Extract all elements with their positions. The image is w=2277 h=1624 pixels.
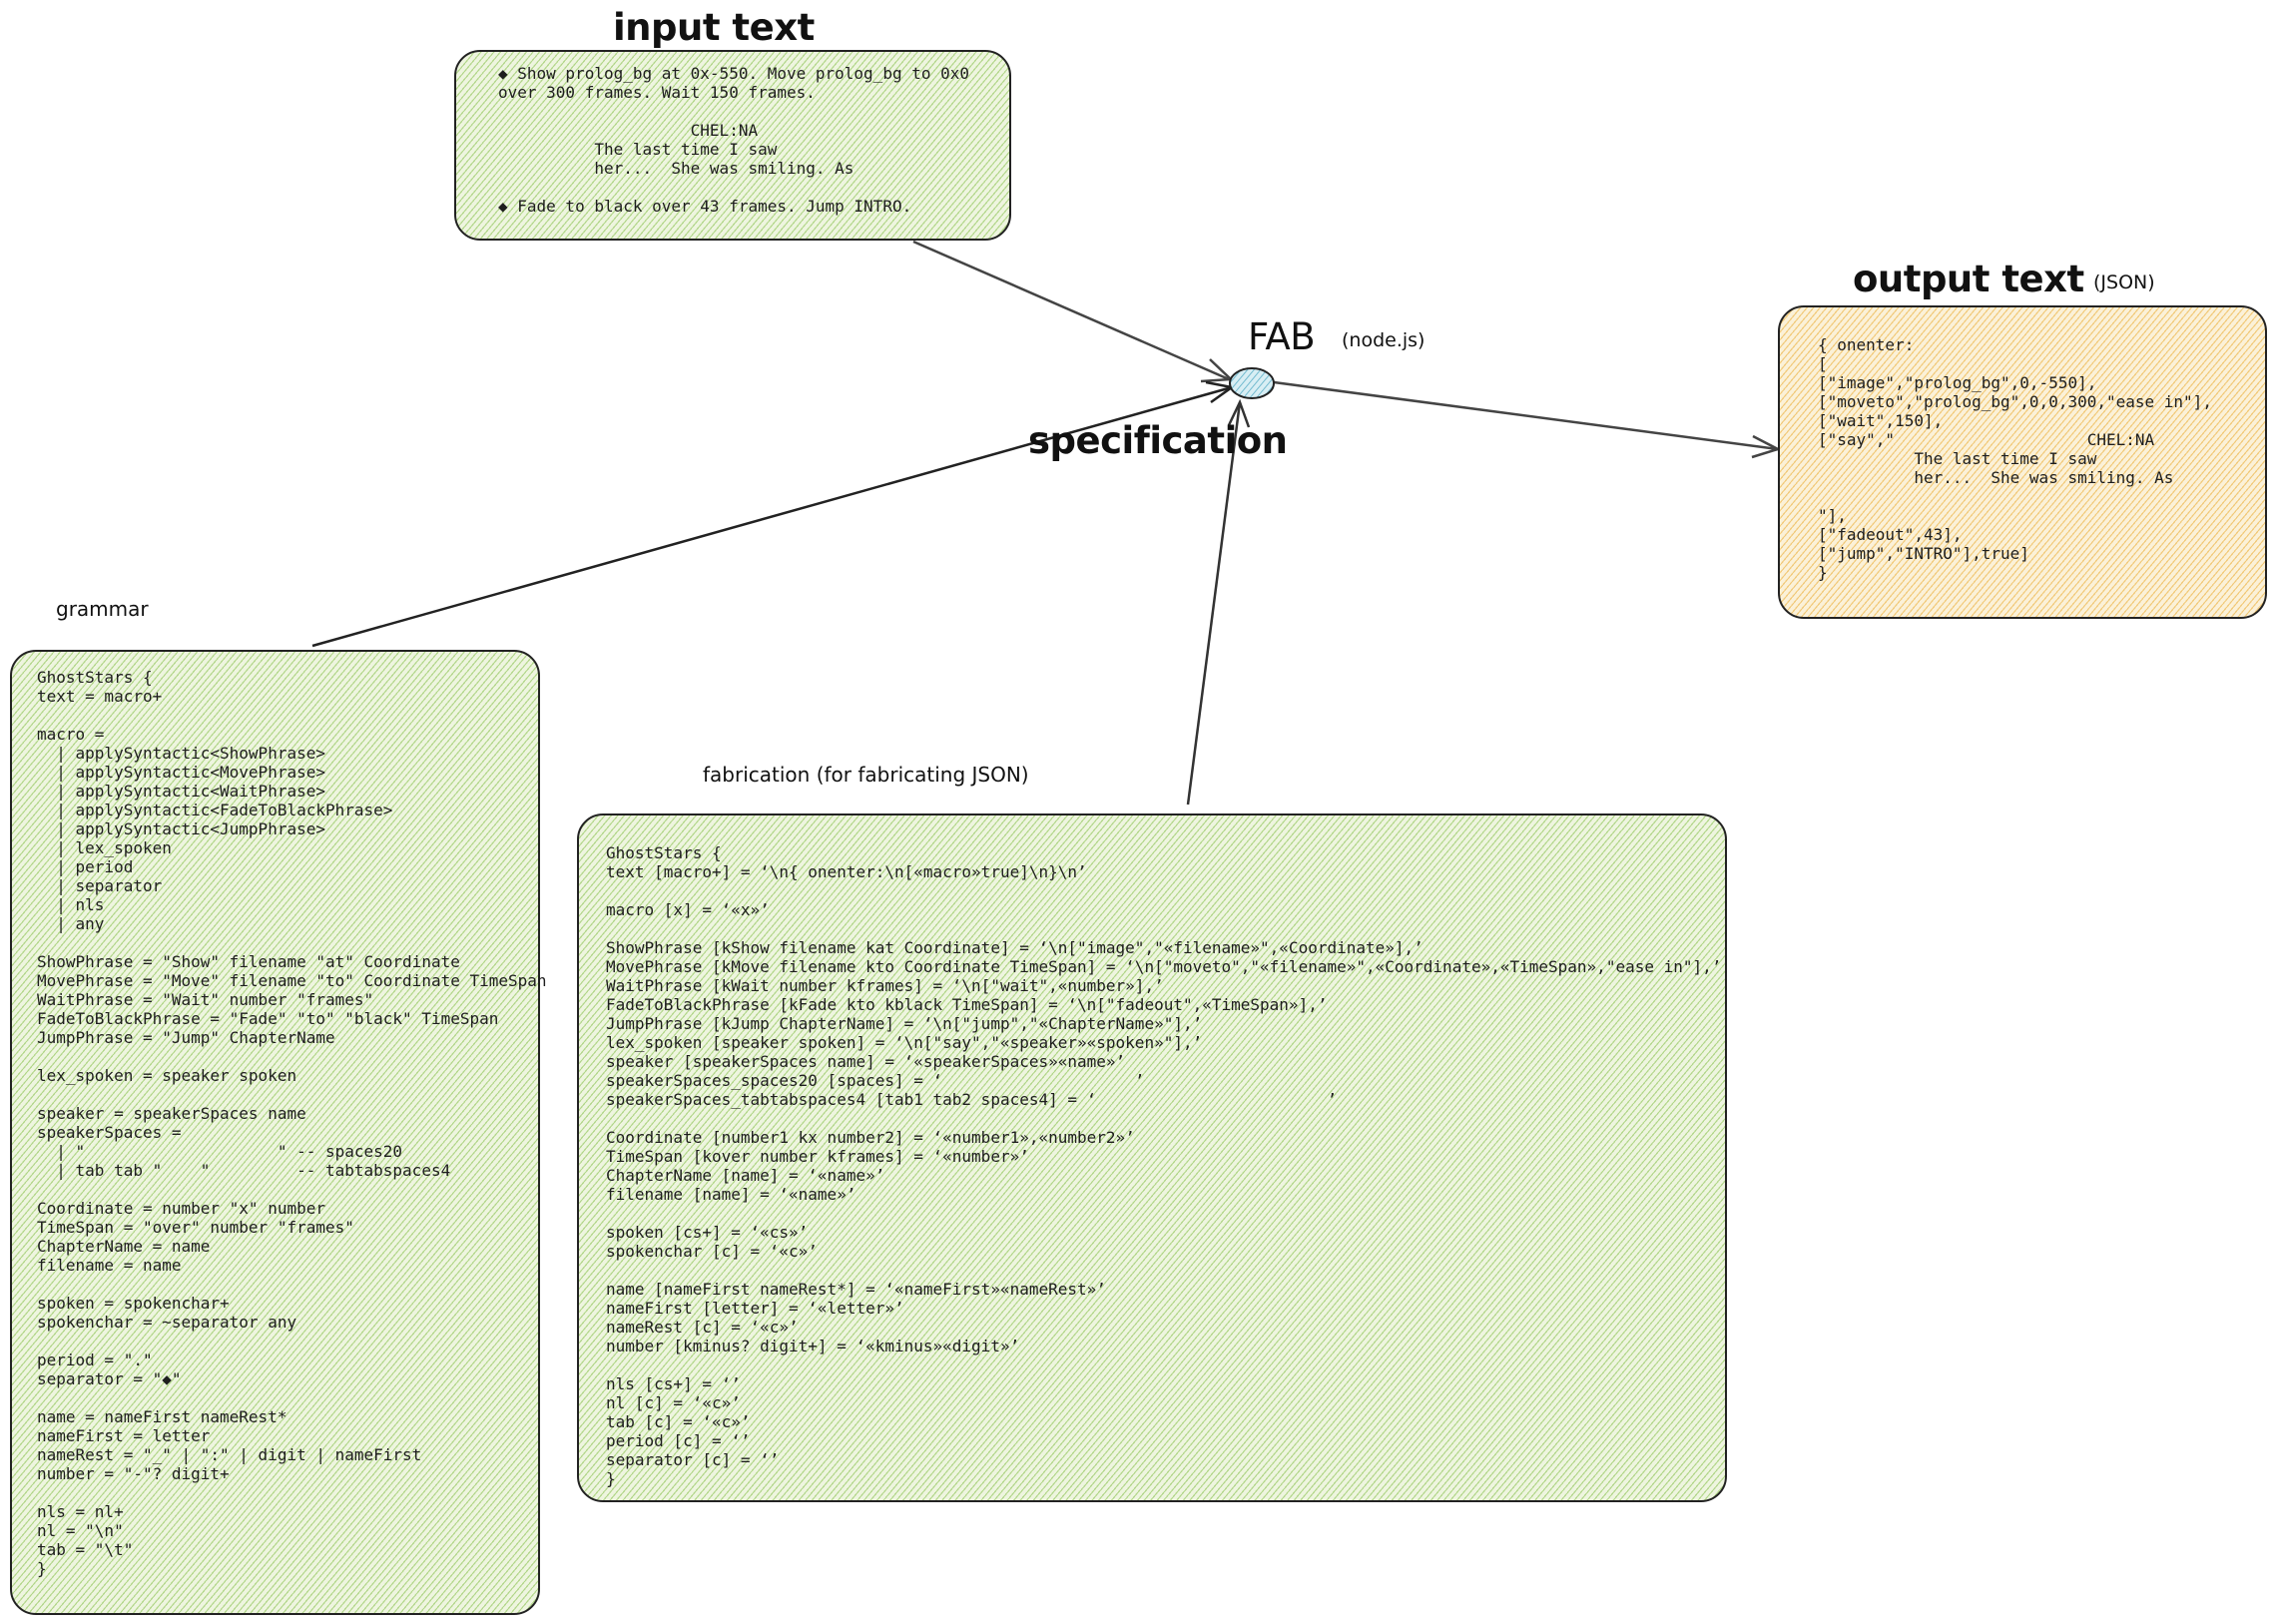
input-text-content: ◆ Show prolog_bg at 0x-550. Move prolog_… [498,64,970,216]
fab-node [1229,367,1275,399]
fab-title: FAB [1248,315,1316,358]
fab-runtime-label: (node.js) [1342,329,1425,351]
fabrication-content: GhostStars { text [macro+] = ‘\n{ onente… [606,843,1722,1488]
output-text-format-label: (JSON) [2093,271,2155,293]
input-text-title: input text [613,6,815,49]
output-text-box: { onenter: [ ["image","prolog_bg",0,-550… [1778,305,2267,619]
grammar-box: GhostStars { text = macro+ macro = | app… [10,650,547,1615]
arrow-input-to-fab [912,240,1230,381]
arrowhead-fabrication [1227,398,1251,428]
grammar-label: grammar [56,597,149,621]
output-text-content: { onenter: [ ["image","prolog_bg",0,-550… [1818,335,2212,582]
output-text-title: output text [1853,258,2084,300]
arrow-grammar-to-fab [311,385,1233,648]
arrow-fab-to-output [1273,380,1779,451]
grammar-content: GhostStars { text = macro+ macro = | app… [37,668,547,1578]
arrow-fabrication-to-fab [1186,401,1242,806]
input-text-box: ◆ Show prolog_bg at 0x-550. Move prolog_… [454,50,1011,241]
fabrication-box: GhostStars { text [macro+] = ‘\n{ onente… [577,813,1727,1502]
specification-label: specification [1028,419,1288,462]
fabrication-label: fabrication (for fabricating JSON) [703,763,1029,787]
